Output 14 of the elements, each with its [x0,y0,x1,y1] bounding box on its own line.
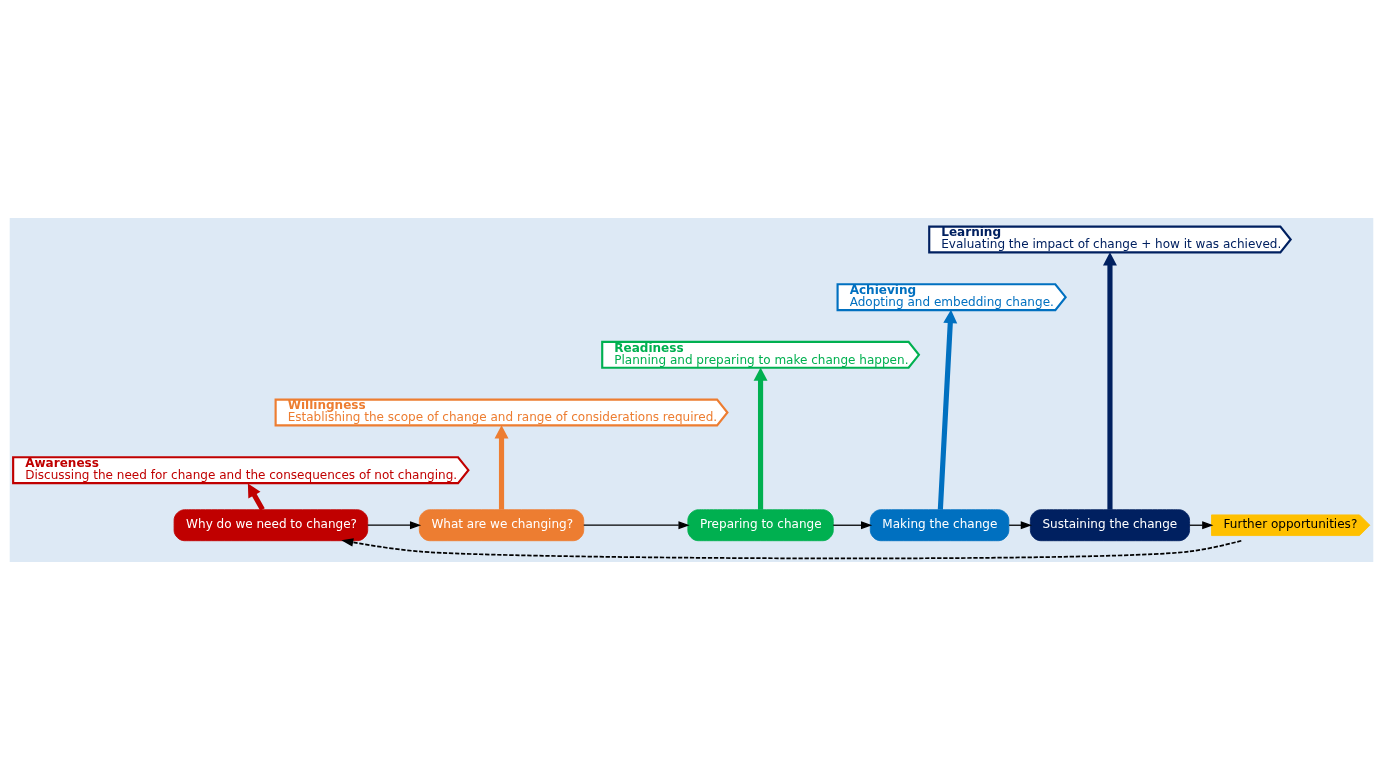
node-box: Why do we need to change? [173,509,369,542]
arrow [494,425,509,510]
arrow [583,521,690,530]
arrow [247,483,265,511]
node-box: Preparing to change [687,509,834,542]
arrow [937,309,958,510]
arrow [367,521,422,530]
node-box: What are we changing? [418,509,585,542]
arrow [753,367,768,510]
arrow [341,538,1243,560]
arrow [1103,252,1117,510]
node-box: Sustaining the change [1029,509,1190,542]
arrow [832,521,873,530]
node-box: Making the change [869,509,1010,542]
